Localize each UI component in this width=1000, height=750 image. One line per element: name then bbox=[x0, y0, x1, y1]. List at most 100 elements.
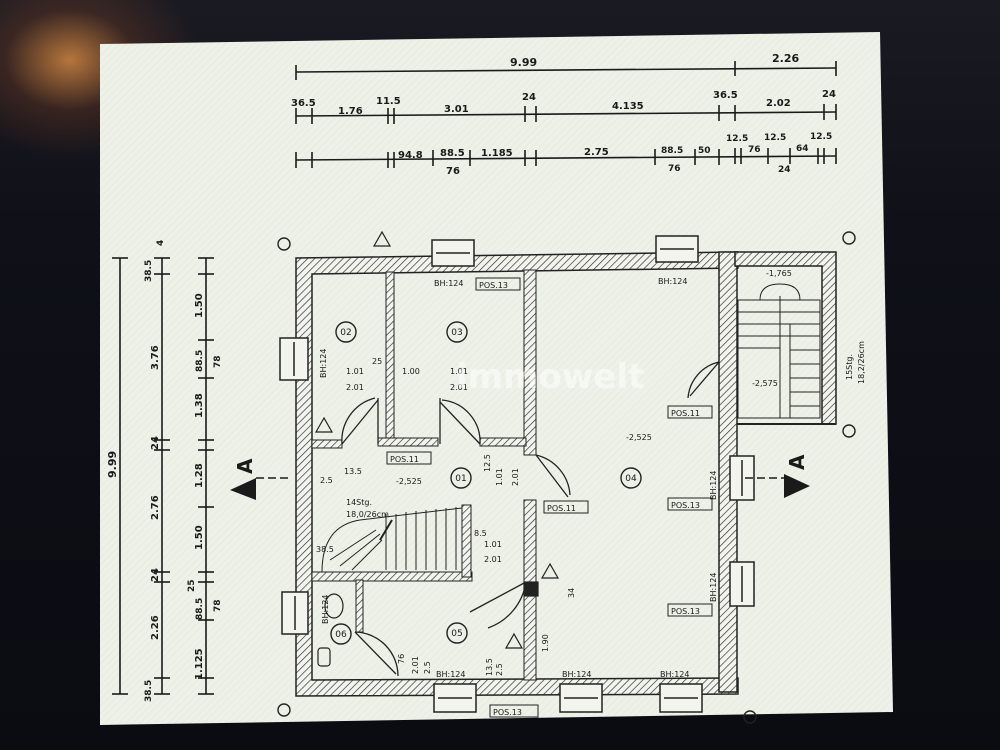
dim-r3-5: 88.5 bbox=[661, 146, 683, 156]
level-2575: -2,575 bbox=[752, 379, 778, 388]
dim-total-width: 9.99 bbox=[510, 56, 537, 69]
top-dimensions bbox=[295, 61, 837, 168]
doors bbox=[341, 361, 720, 677]
v-1012: 1.01 bbox=[495, 468, 504, 486]
dim-row1-line bbox=[295, 67, 837, 73]
staircase-15 bbox=[737, 283, 821, 419]
dim-r2-0: 36.5 bbox=[291, 98, 316, 109]
dim-row2-line bbox=[295, 111, 837, 117]
marker-triangles bbox=[314, 230, 560, 649]
bh-top-a: BH:124 bbox=[434, 279, 463, 288]
pos-13-b: POS.13 bbox=[671, 607, 700, 616]
v-201b: 2.01 bbox=[411, 656, 420, 674]
stair-15-size: 18,2/26cm bbox=[857, 341, 866, 384]
dim-r2-3: 3.01 bbox=[444, 104, 469, 115]
d-101: 1.01 bbox=[484, 540, 502, 549]
dim-r3-11: 24 bbox=[778, 165, 791, 175]
wall-25: 25 bbox=[372, 357, 382, 366]
section-marker-right: A bbox=[745, 454, 810, 498]
dim-r2-2: 11.5 bbox=[376, 96, 401, 107]
dim-r2-8: 24 bbox=[822, 89, 836, 100]
door-100: 1.00 bbox=[402, 367, 420, 376]
dim-r2-7: 2.02 bbox=[766, 98, 791, 109]
room-markers bbox=[330, 321, 642, 645]
walls bbox=[295, 251, 837, 697]
dim-l1-6: 38.5 bbox=[144, 680, 154, 702]
dim-r3-13: 12.5 bbox=[810, 132, 832, 142]
room-06: 06 bbox=[335, 630, 347, 640]
staircase-14 bbox=[321, 507, 463, 573]
dim-l2-3: 1.38 bbox=[194, 393, 205, 418]
dim-r2-1: 1.76 bbox=[338, 106, 363, 117]
d-201: 2.01 bbox=[484, 555, 502, 564]
pos-top: POS.13 bbox=[479, 281, 508, 290]
level-2525-b: -2,525 bbox=[396, 477, 422, 486]
door-101-b: 1.01 bbox=[450, 367, 468, 376]
bh-bottom-a: BH:124 bbox=[436, 670, 465, 679]
stair-14-size: 18,0/26cm bbox=[346, 510, 389, 519]
s-385: 38.5 bbox=[316, 545, 334, 554]
room-05: 05 bbox=[451, 629, 462, 639]
dim-r2-4: 24 bbox=[522, 92, 536, 103]
grid-markers bbox=[277, 231, 856, 724]
v-76: 76 bbox=[397, 654, 406, 664]
v-25c: 2.5 bbox=[423, 661, 432, 674]
dim-r3-4: 2.75 bbox=[584, 147, 609, 158]
level-1765: -1,765 bbox=[766, 269, 792, 278]
door-201-b: 2.01 bbox=[450, 383, 468, 392]
dim-l2-9: 1.125 bbox=[194, 648, 205, 680]
dim-r3-12: 64 bbox=[796, 144, 809, 154]
dim-marker: 4 bbox=[156, 240, 166, 246]
section-a-right-label: A bbox=[785, 454, 809, 470]
v-190: 1.90 bbox=[541, 634, 550, 652]
dim-l2-7: 88.5 bbox=[195, 598, 205, 620]
stair-15-label: 15Stg. bbox=[845, 354, 854, 380]
door-101-a: 1.01 bbox=[346, 367, 364, 376]
left-dimensions bbox=[112, 257, 214, 695]
dim-r3-7: 50 bbox=[698, 146, 711, 156]
dim-l1-1: 3.76 bbox=[150, 345, 161, 370]
bh-right-b: BH:124 bbox=[709, 573, 718, 602]
room-03: 03 bbox=[451, 328, 462, 338]
s-85: 8.5 bbox=[474, 529, 487, 538]
pos-13-bottom: POS.13 bbox=[493, 708, 522, 717]
section-marker-left: A bbox=[230, 458, 290, 500]
pos-11-b: POS.11 bbox=[547, 504, 576, 513]
dim-l1-4: 24 bbox=[150, 568, 161, 582]
section-a-left-label: A bbox=[233, 458, 257, 474]
dim-r2-5: 4.135 bbox=[612, 101, 644, 112]
v-135: 13.5 bbox=[485, 658, 494, 676]
bathroom-fixtures bbox=[317, 581, 539, 667]
dim-stair-width: 2.26 bbox=[772, 52, 799, 65]
pos-11-a: POS.11 bbox=[390, 455, 419, 464]
bh-bottom-c: BH:124 bbox=[660, 670, 689, 679]
room-01: 01 bbox=[455, 474, 466, 484]
level-2525-a: -2,525 bbox=[626, 433, 652, 442]
stair-14-label: 14Stg. bbox=[346, 498, 372, 507]
door-201-a: 2.01 bbox=[346, 383, 364, 392]
dim-l1-2: 24 bbox=[150, 436, 161, 450]
dim-r3-9: 76 bbox=[748, 145, 761, 155]
dim-l1-3: 2.76 bbox=[150, 495, 161, 520]
room-02: 02 bbox=[340, 328, 351, 338]
dim-r3-1: 88.5 bbox=[440, 148, 465, 159]
dim-r3-8: 12.5 bbox=[726, 134, 748, 144]
dim-total-height: 9.99 bbox=[106, 451, 119, 478]
dim-l2-5: 1.50 bbox=[194, 525, 205, 550]
dim-l1-5: 2.26 bbox=[150, 615, 161, 640]
pos-13-a: POS.13 bbox=[671, 501, 700, 510]
dim-r2-6: 36.5 bbox=[713, 90, 738, 101]
v-2012: 2.01 bbox=[511, 468, 520, 486]
v-1251: 12.5 bbox=[483, 454, 492, 472]
dim-l2-6: 25 bbox=[187, 579, 197, 592]
pos-11-c: POS.11 bbox=[671, 409, 700, 418]
dim-l2-4: 1.28 bbox=[194, 463, 205, 488]
dim-l2-1: 88.5 bbox=[195, 350, 205, 372]
windows bbox=[279, 235, 755, 713]
dim-r3-10: 12.5 bbox=[764, 133, 786, 143]
dim-r3-6: 76 bbox=[668, 164, 681, 174]
v-25b: 2.5 bbox=[495, 663, 504, 676]
v-34: 34 bbox=[567, 588, 576, 598]
